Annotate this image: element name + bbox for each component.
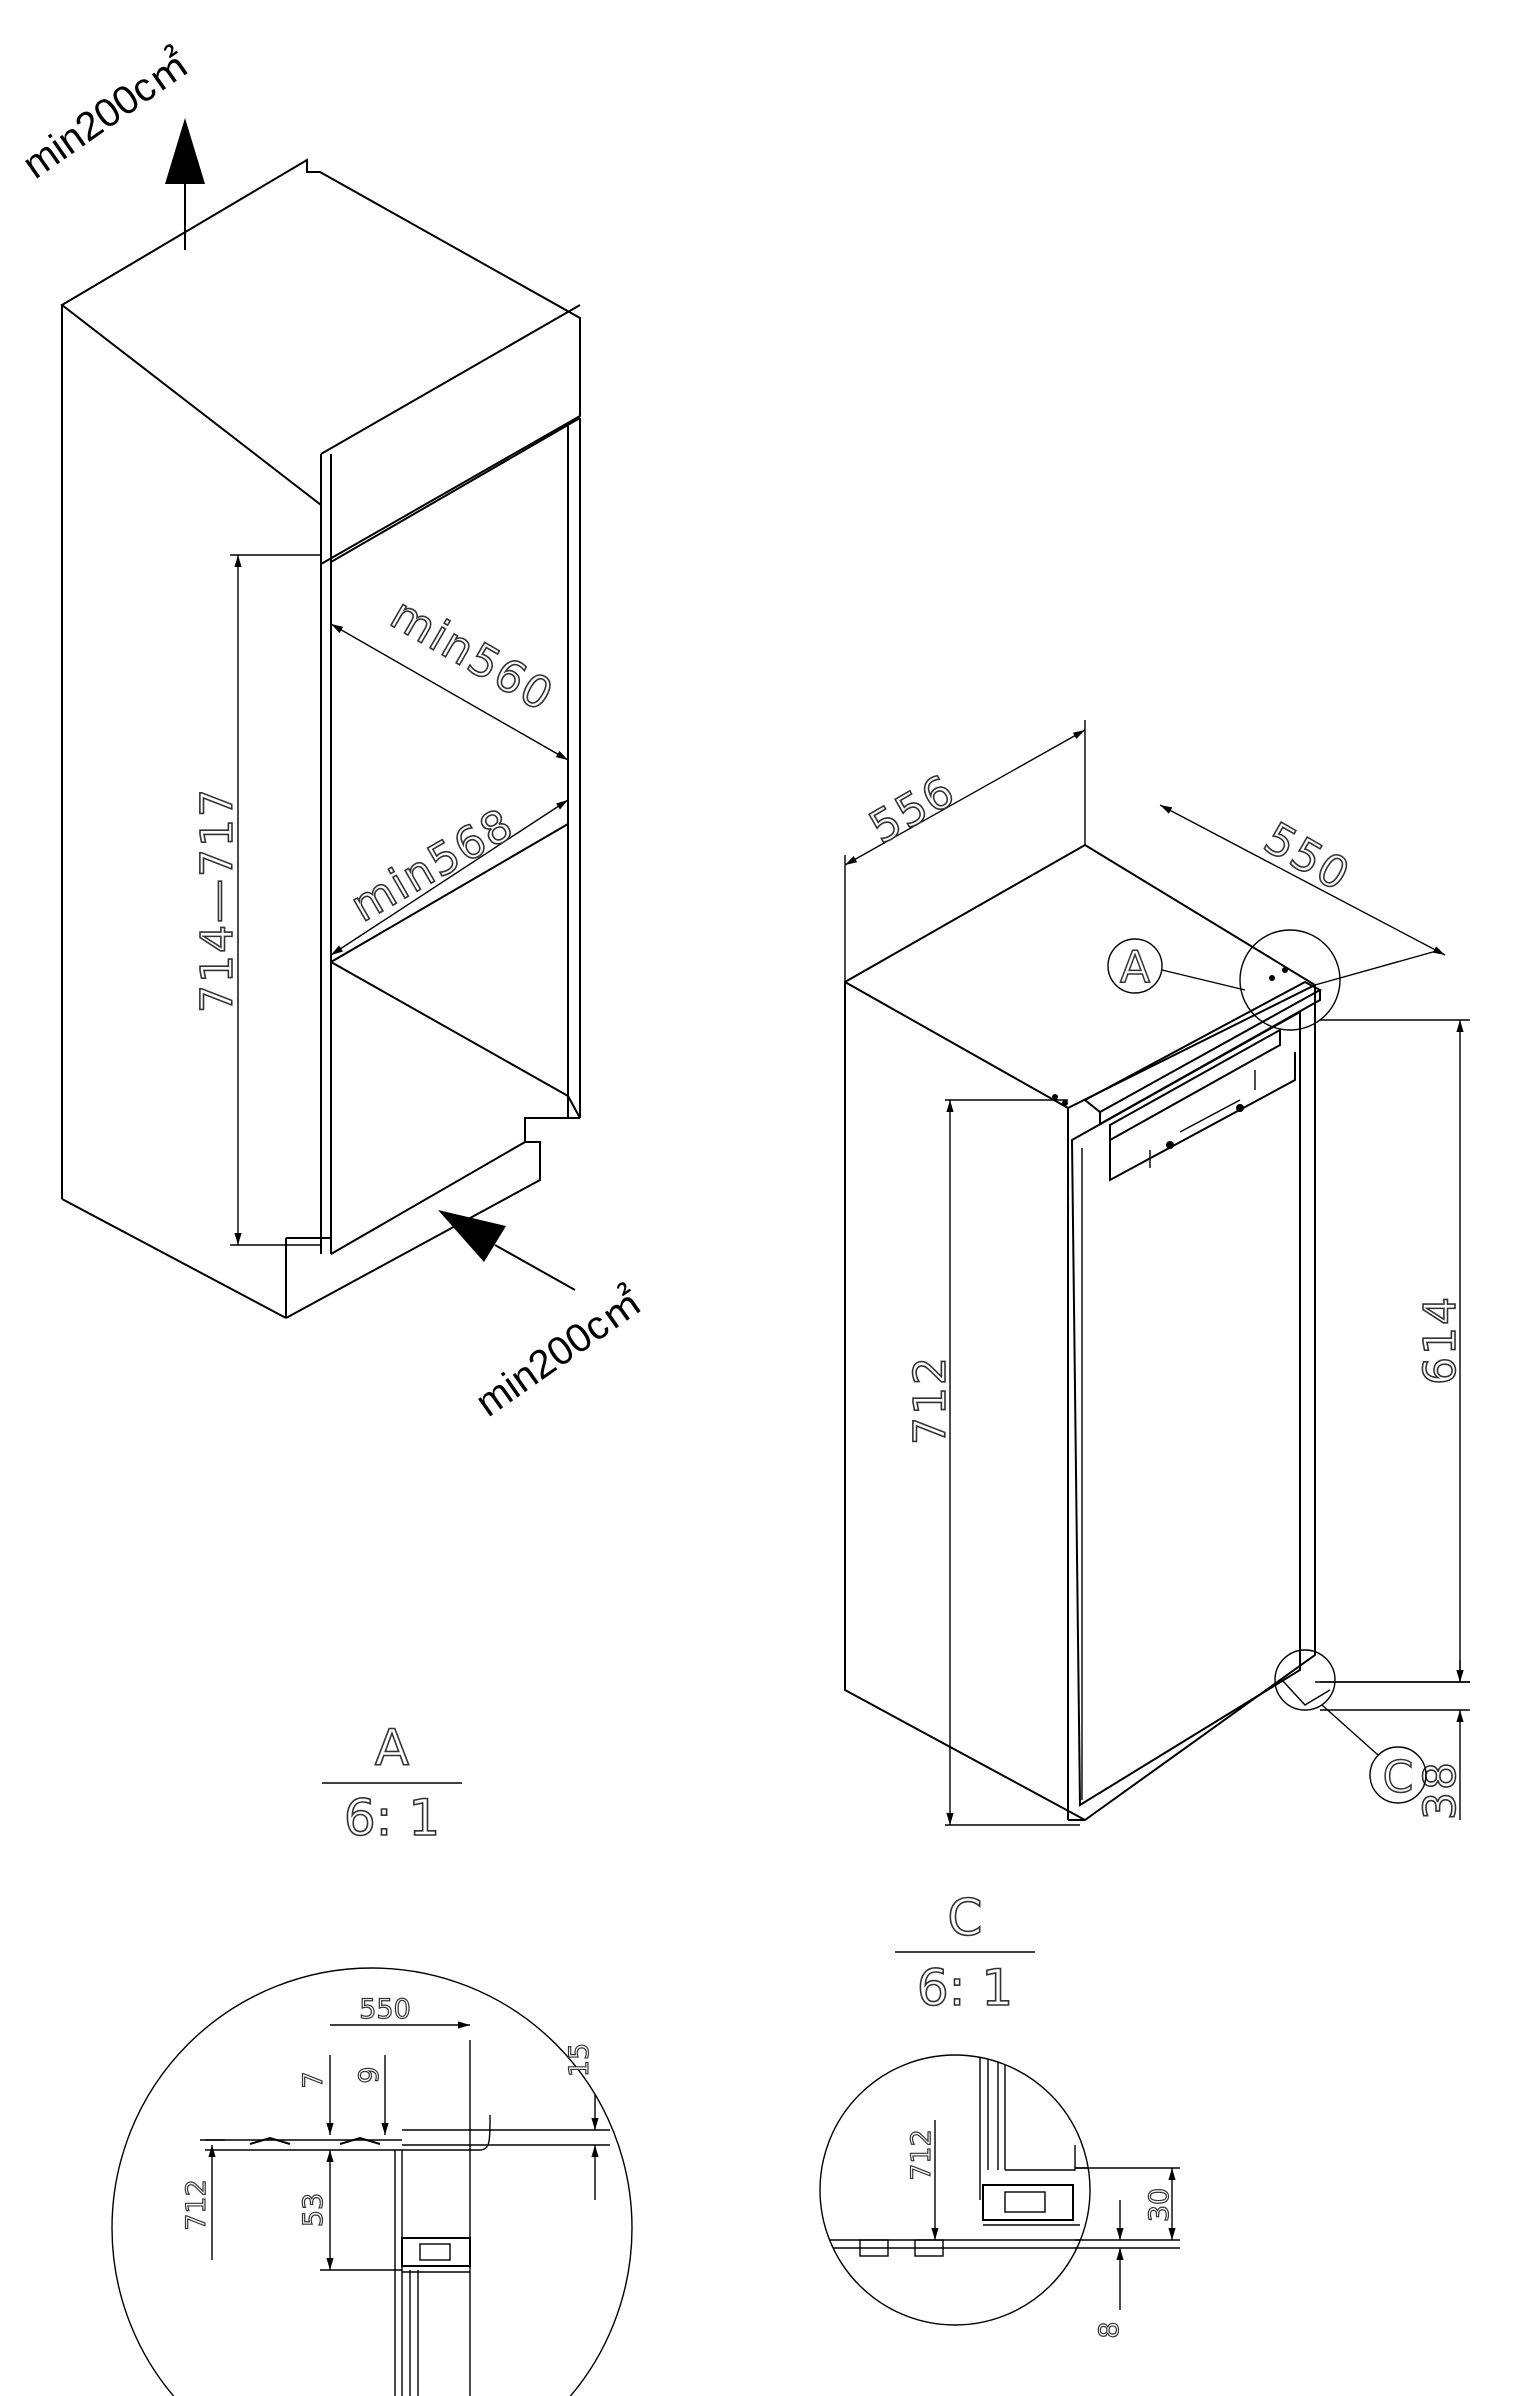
detail-c-scale: 6: 1 [917,1959,1013,2017]
appliance-width-label: 556 [861,765,964,854]
niche-height-dimension [230,554,321,1246]
detail-a-title: A [375,1719,409,1777]
detail-c-callout [1274,1649,1427,1804]
detail-a-dim-712: 712 [181,2179,212,2231]
vent-bottom-label: min200c㎡ [468,1280,650,1426]
detail-c-dim-30: 30 [1144,2188,1175,2222]
detail-a-dim-53: 53 [298,2193,329,2227]
detail-a-dim-9: 9 [354,2066,385,2083]
detail-c-dim-8: 8 [1094,2321,1125,2338]
detail-c-title: C [948,1889,983,1947]
appliance-height-label: 712 [905,1355,956,1445]
appliance-depth-label: 550 [1256,813,1359,902]
detail-a-scale: 6: 1 [344,1789,440,1847]
detail-c-dim-712: 712 [906,2129,937,2181]
appliance-depth-dimension [1159,804,1446,986]
detail-a-dim-550: 550 [359,1994,411,2025]
vent-top-arrow [165,118,205,250]
detail-c-marker: C [1383,1752,1414,1803]
appliance-door-label: 614 [1415,1295,1466,1385]
appliance-width-dimension [844,720,1086,982]
niche-depth-label: min560 [382,589,562,723]
appliance-height-dimension [945,1099,1080,1826]
appliance-plinth-label: 38 [1415,1760,1466,1820]
detail-a-marker: A [1120,942,1150,993]
detail-a-circle [111,1967,633,2396]
detail-a-callout [1107,929,1341,1031]
niche-depth-dimension [330,623,569,761]
appliance-body [844,843,1323,1822]
appliance-plinth-dimension [1320,1660,1470,1820]
detail-a-content [200,2021,610,2396]
detail-a-dim-7: 7 [298,2071,329,2088]
vent-top-label: min200c㎡ [15,42,197,188]
vent-bottom-arrow [438,1210,576,1291]
niche-cabinet [60,158,581,1319]
niche-width-dimension [330,799,569,956]
niche-height-label: 714—717 [192,787,243,1013]
detail-a-dim-15: 15 [564,2043,595,2077]
detail-c-circle [819,2054,1091,2326]
